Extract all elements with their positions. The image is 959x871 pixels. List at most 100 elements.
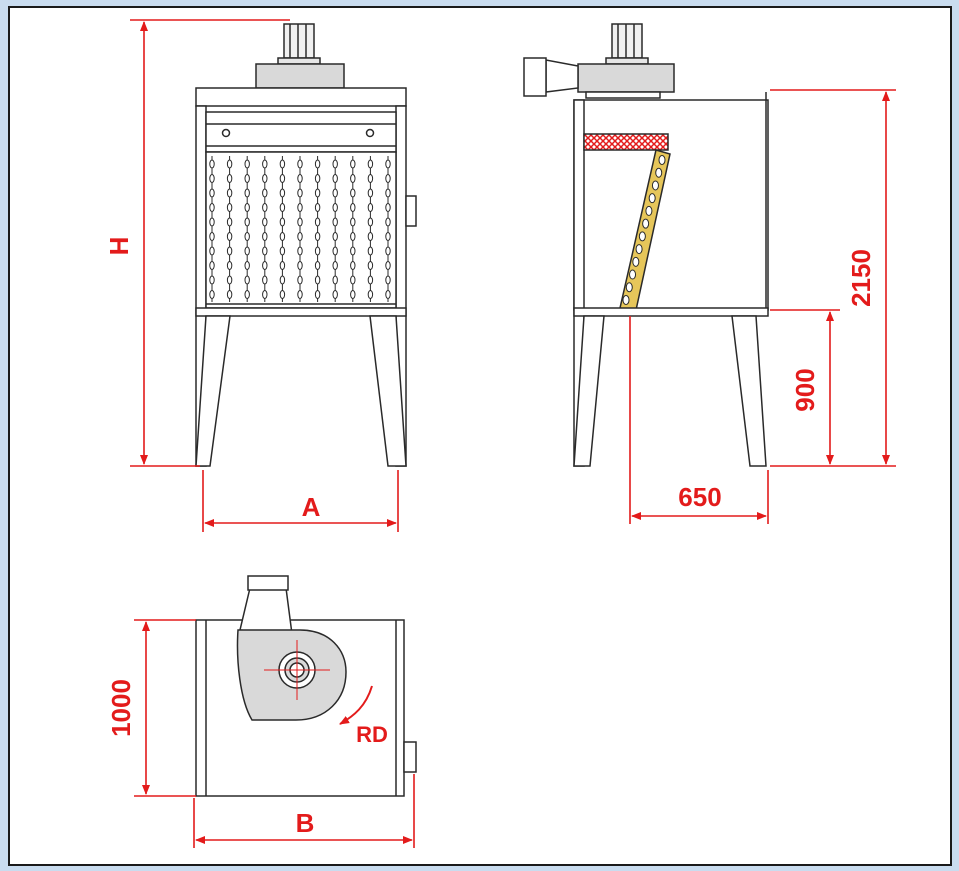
side-filter-hole <box>651 180 659 191</box>
filter-chain-link <box>262 174 268 183</box>
filter-chain-link <box>367 275 374 285</box>
filter-chain-link <box>244 232 250 241</box>
filter-chain-link <box>279 159 286 169</box>
dimension-lines <box>130 19 896 848</box>
filter-chain-link <box>332 275 338 285</box>
filter-chain-link <box>297 246 303 256</box>
filter-chain-link <box>297 174 303 183</box>
side-filter-hole <box>658 155 666 165</box>
filter-chain-link <box>314 275 321 285</box>
filter-chain-link <box>385 203 391 212</box>
filter-chain-link <box>385 290 391 299</box>
side-filter-hole <box>625 282 633 293</box>
filter-chain-link <box>244 188 250 198</box>
filter-chain-link <box>279 275 286 285</box>
filter-chain-link <box>314 174 321 183</box>
rotation-arrow <box>339 685 373 725</box>
filter-chain-link <box>297 261 303 270</box>
filter-chain-link <box>350 290 356 299</box>
filter-chain-link <box>332 159 338 169</box>
side-filter-hole <box>635 244 643 255</box>
filter-chain-link <box>226 203 233 212</box>
filter-chain-link <box>262 232 268 241</box>
filter-chain-link <box>350 159 356 169</box>
filter-chain-link <box>226 217 233 227</box>
filter-chain-link <box>367 290 374 299</box>
filter-chain-link <box>367 246 374 256</box>
filter-chain-link <box>209 159 215 169</box>
filter-chain-link <box>279 246 286 256</box>
filter-chain-link <box>209 261 215 270</box>
filter-chain-link <box>209 275 215 285</box>
front-left-leg <box>195 315 231 467</box>
filter-chain-link <box>209 290 215 299</box>
filter-chain-link <box>332 203 338 212</box>
filter-chain-link <box>226 261 233 270</box>
side-mesh-filter <box>583 133 669 151</box>
filter-chain-link <box>367 159 374 169</box>
filter-chain-link <box>244 217 250 227</box>
side-filter-hole <box>632 256 640 267</box>
filter-chain-link <box>367 203 374 212</box>
filter-chain-link <box>226 159 233 169</box>
filter-chain-link <box>244 275 250 285</box>
filter-chain-link <box>244 174 250 183</box>
filter-chain-link <box>332 188 338 198</box>
filter-chain-link <box>367 188 374 198</box>
filter-chain-link <box>385 188 391 198</box>
filter-chain-link <box>279 232 286 241</box>
filter-chain-link <box>209 174 215 183</box>
filter-chain-link <box>385 217 391 227</box>
filter-chain-link <box>226 290 233 299</box>
filter-chain-link <box>314 188 321 198</box>
filter-chain-link <box>314 159 321 169</box>
top-exhaust-duct <box>239 587 293 635</box>
filter-chain-link <box>385 246 391 256</box>
filter-chain-link <box>262 188 268 198</box>
filter-chain-link <box>209 217 215 227</box>
filter-chain-link <box>226 275 233 285</box>
label-a: A <box>302 492 321 522</box>
filter-chain-link <box>226 188 233 198</box>
filter-chain-link <box>367 232 374 241</box>
front-view <box>195 23 417 467</box>
filter-chain-link <box>297 203 303 212</box>
filter-chain-link <box>385 261 391 270</box>
drawing-sheet <box>8 6 952 866</box>
label-b: B <box>296 808 315 838</box>
filter-chain-link <box>262 159 268 169</box>
filter-chain-link <box>314 217 321 227</box>
filter-chain-link <box>314 232 321 241</box>
filter-chain-link <box>262 203 268 212</box>
filter-chain-link <box>350 203 356 212</box>
filter-chain-link <box>279 290 286 299</box>
filter-chain-link <box>262 275 268 285</box>
filter-chain-link <box>350 275 356 285</box>
filter-chain-link <box>385 275 391 285</box>
filter-chain-link <box>279 203 286 212</box>
side-filter-hole <box>645 205 653 216</box>
filter-chain-link <box>332 232 338 241</box>
filter-chain-link <box>279 217 286 227</box>
filter-chain-link <box>244 246 250 256</box>
filter-chain-link <box>350 217 356 227</box>
filter-chain-link <box>350 246 356 256</box>
side-cabinet <box>573 99 769 311</box>
filter-chain-link <box>262 217 268 227</box>
side-filter-hole <box>638 231 646 242</box>
filter-chain-link <box>297 188 303 198</box>
filter-chain-link <box>297 290 303 299</box>
front-fan-housing <box>255 63 345 89</box>
filter-chain-link <box>350 174 356 183</box>
front-motor <box>283 23 315 59</box>
filter-chain-link <box>279 174 286 183</box>
filter-chain-link <box>297 159 303 169</box>
filter-chain-link <box>209 246 215 256</box>
filter-chain-link <box>385 232 391 241</box>
side-filter-hole <box>648 193 656 204</box>
filter-chain-link <box>314 290 321 299</box>
filter-chain-link <box>332 246 338 256</box>
filter-chain-link <box>350 261 356 270</box>
